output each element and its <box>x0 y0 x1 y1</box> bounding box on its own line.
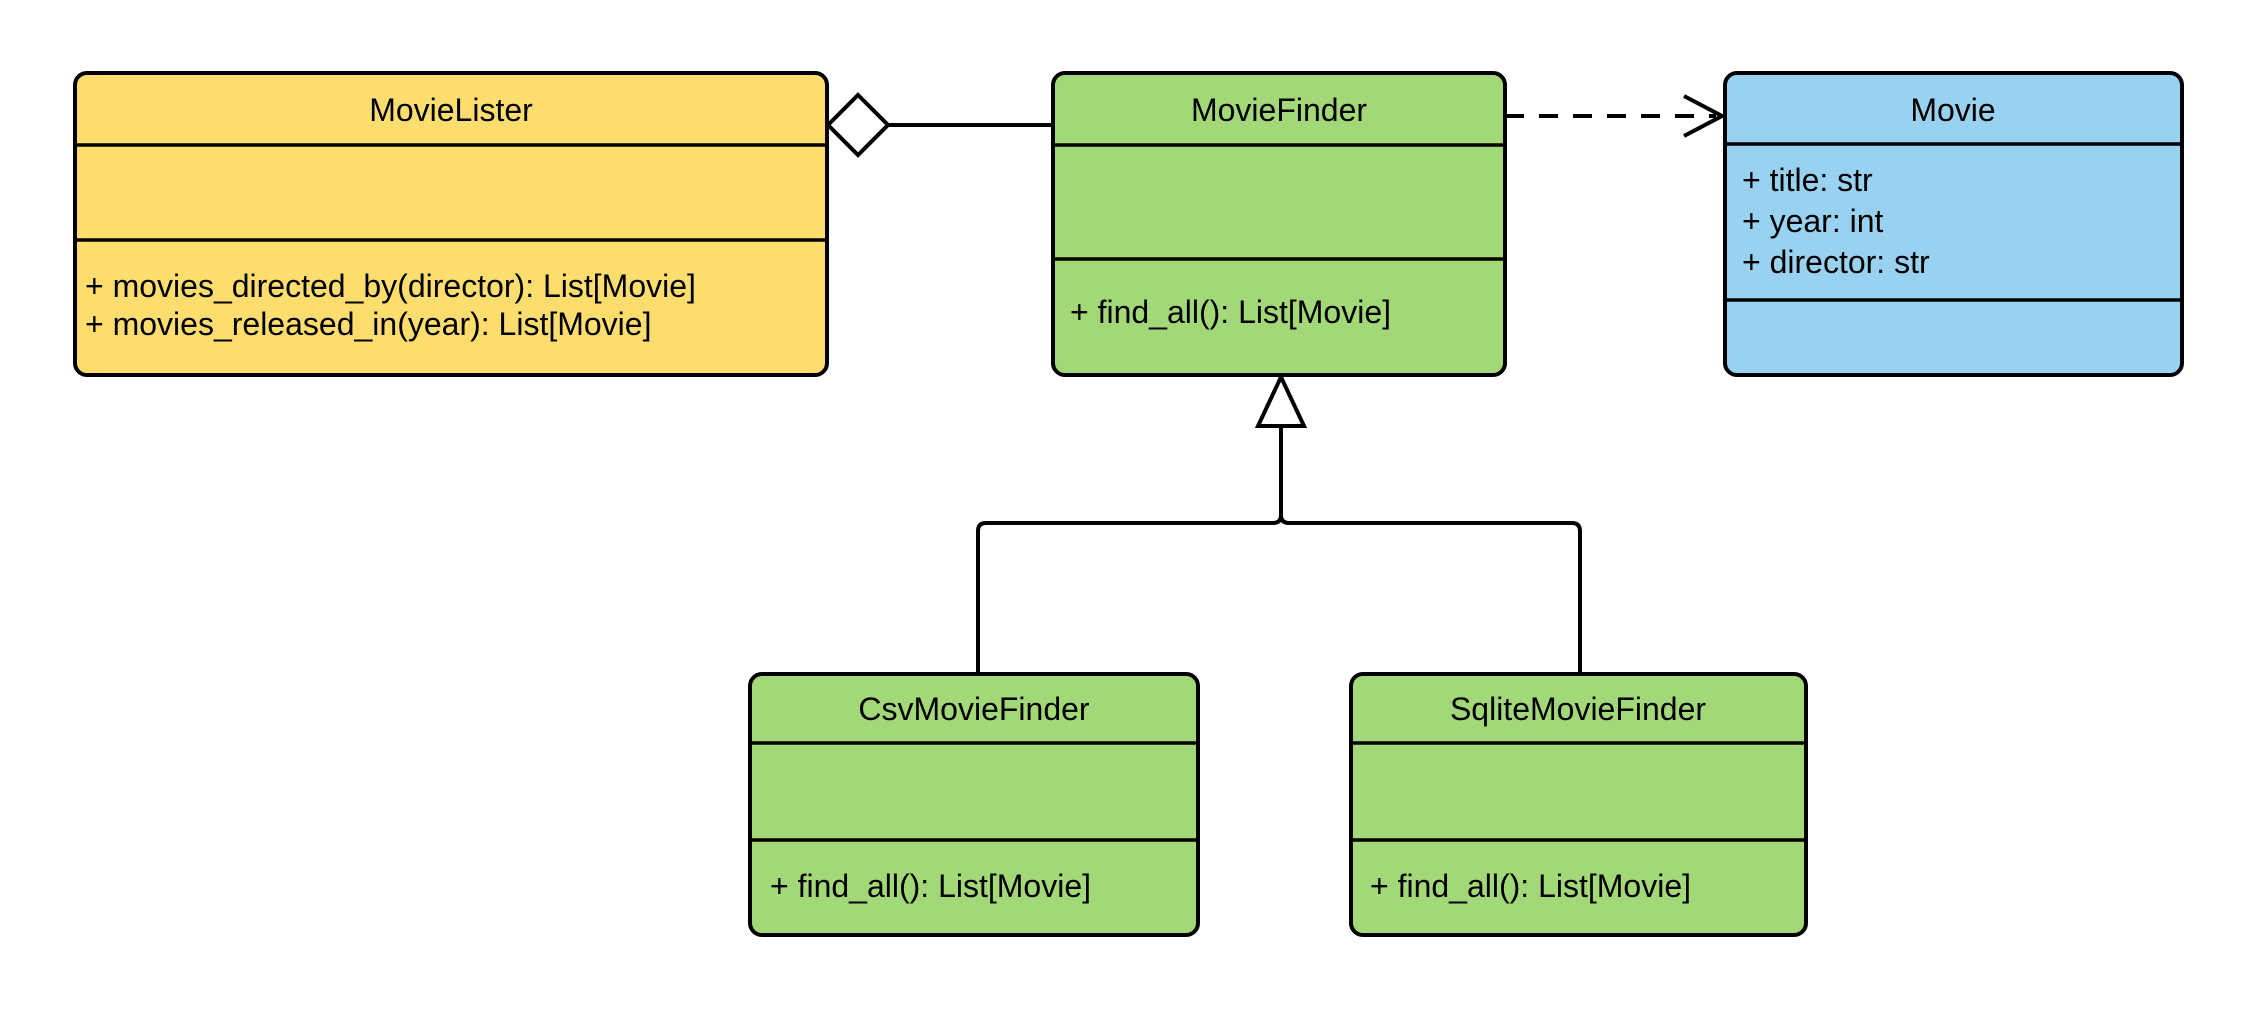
attribute-label: + director: str <box>1742 244 1930 280</box>
class-sqlitemoviefinder: SqliteMovieFinder + find_all(): List[Mov… <box>1349 672 1808 937</box>
aggregation-diamond-marker <box>825 92 891 158</box>
generalization-triangle-marker <box>1254 372 1308 428</box>
class-name: MovieLister <box>369 92 533 128</box>
attribute-label: + title: str <box>1742 162 1873 198</box>
method-label: + movies_released_in(year): List[Movie] <box>85 306 651 342</box>
class-name: MovieFinder <box>1191 92 1367 128</box>
generalization-path-csvmoviefinder <box>976 426 1283 674</box>
class-moviefinder: MovieFinder + find_all(): List[Movie] <box>1051 71 1507 377</box>
aggregation-edge-movielister-moviefinder <box>825 92 1053 158</box>
class-box <box>1051 71 1507 377</box>
class-name: Movie <box>1910 92 1995 128</box>
class-csvmoviefinder: CsvMovieFinder + find_all(): List[Movie] <box>748 672 1200 937</box>
generalization-edges <box>976 372 1582 674</box>
method-label: + find_all(): List[Movie] <box>1070 294 1391 330</box>
class-name: CsvMovieFinder <box>858 691 1090 727</box>
class-name: SqliteMovieFinder <box>1450 691 1706 727</box>
method-label: + find_all(): List[Movie] <box>770 868 1091 904</box>
class-box <box>748 672 1200 937</box>
method-label: + find_all(): List[Movie] <box>1370 868 1691 904</box>
generalization-path-sqlitemoviefinder <box>1279 426 1582 674</box>
class-movie: Movie + title: str + year: int + directo… <box>1723 71 2184 377</box>
method-label: + movies_directed_by(director): List[Mov… <box>85 268 696 304</box>
class-box <box>1349 672 1808 937</box>
open-arrowhead-marker <box>1683 94 1727 138</box>
class-movielister: MovieLister + movies_directed_by(directo… <box>73 71 829 377</box>
class-box <box>73 71 829 377</box>
dependency-edge-moviefinder-movie <box>1505 94 1727 138</box>
attribute-label: + year: int <box>1742 203 1884 239</box>
